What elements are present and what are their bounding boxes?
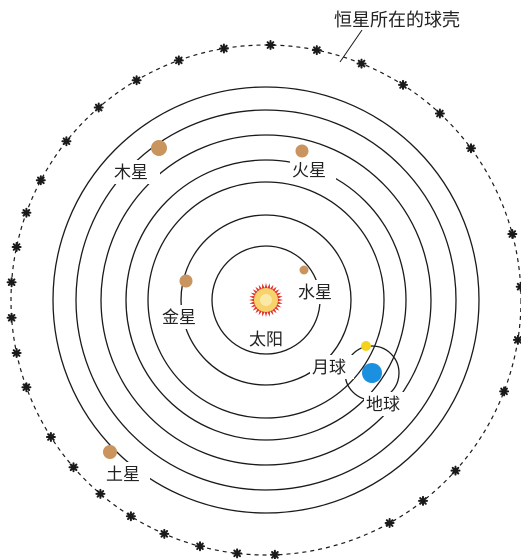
saturn-label: 土星 [106,465,140,485]
star-icon [125,511,136,522]
star-icon [434,108,445,119]
star-icon [6,312,17,323]
star-icon [311,45,322,56]
star-icon [6,277,17,288]
title-pointer-line [339,29,363,63]
orbit-6 [75,109,457,491]
star-icon [265,40,276,50]
saturn [103,445,117,459]
title-label: 恒星所在的球壳 [334,10,460,31]
star-icon [450,465,461,476]
star-icon [384,518,395,528]
star-icon [499,386,510,397]
star-icon [159,528,170,539]
star-icon [21,207,32,218]
sun-label: 太阳 [249,330,283,350]
moon-label: 月球 [312,358,346,378]
star-icon [95,488,106,499]
orbit-4 [125,159,407,441]
mercury-label: 水星 [298,283,332,303]
star-icon [418,495,428,506]
mars-label: 火星 [292,161,326,181]
star-icon [21,382,32,393]
star-icon [515,281,521,292]
orbit-3 [147,181,385,419]
moon [361,341,371,351]
star-icon [173,55,184,66]
mars-label-bg [290,158,336,182]
star-icon [356,58,367,69]
star-icon [93,102,104,113]
orbit-7 [52,86,480,514]
star-icon [68,462,79,473]
sun [249,283,283,317]
star-icon [61,136,72,147]
jupiter-label: 木星 [114,163,148,183]
moon-label-bg [310,355,354,379]
star-icon [131,75,142,86]
star-icon [218,43,229,54]
mercury [299,265,309,275]
star-icon [35,175,46,186]
earth-label: 地球 [366,395,400,415]
jupiter [151,140,167,156]
star-icon [507,229,518,239]
earth-label-bg [364,392,416,416]
star-icon [466,143,476,154]
star-field [6,40,521,559]
earth [362,363,382,383]
venus [179,274,193,288]
sun-highlight [260,294,272,306]
orbit-2 [180,214,352,386]
saturn-label-bg [104,462,150,486]
star-icon [512,334,521,345]
orbit-5 [100,134,432,466]
mercury-label-bg [296,280,338,304]
star-icon [11,242,22,252]
star-icon [269,549,280,559]
venus-label-bg [160,305,206,329]
star-icon [195,541,205,552]
star-icon [398,79,408,90]
star-icon [11,348,22,358]
venus-label: 金星 [162,308,196,328]
star-icon [45,432,56,442]
jupiter-label-bg [112,160,160,184]
mars [295,144,309,158]
star-icon [232,548,243,559]
